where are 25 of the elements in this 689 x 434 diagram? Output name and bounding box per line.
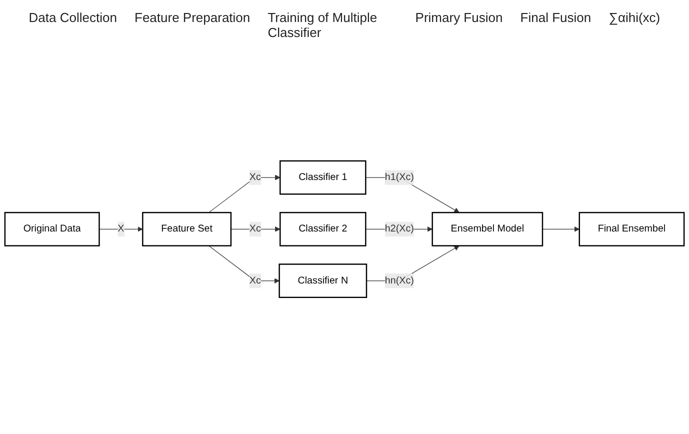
arrow bbox=[208, 245, 280, 284]
node-box: Original Data bbox=[4, 212, 100, 246]
edge-label: X bbox=[118, 223, 124, 234]
node-box: Classifier 2 bbox=[280, 212, 366, 246]
edge-label: h2(Xc) bbox=[384, 223, 414, 234]
edge-label: hn(Xc) bbox=[384, 275, 414, 286]
arrow bbox=[230, 226, 280, 232]
node-box: Final Ensembel bbox=[578, 212, 685, 246]
node-box: Ensembel Model bbox=[432, 212, 544, 246]
stage-label: Final Fusion bbox=[520, 10, 592, 25]
edge-label: h1(Xc) bbox=[384, 172, 414, 182]
edge-label: Xc bbox=[249, 275, 261, 286]
arrow bbox=[208, 174, 280, 213]
stage-label: Training of Multiple Classifier bbox=[268, 10, 378, 40]
node-box: Feature Set bbox=[142, 212, 232, 246]
arrow bbox=[542, 226, 580, 232]
edge-label: Xc bbox=[249, 172, 261, 182]
stage-label: Feature Preparation bbox=[134, 10, 250, 25]
stage-label: ∑αihi(xc) bbox=[608, 10, 660, 25]
stage-label: Data Collection bbox=[28, 10, 117, 25]
node-box: Classifier 1 bbox=[280, 160, 366, 195]
stage-label: Primary Fusion bbox=[415, 10, 503, 25]
node-box: Classifier N bbox=[278, 263, 368, 298]
arrow bbox=[98, 226, 143, 232]
edge-label: Xc bbox=[249, 223, 261, 234]
